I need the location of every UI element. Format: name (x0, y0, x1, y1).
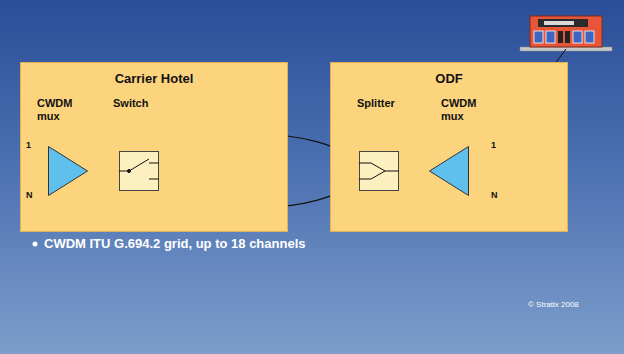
mux-triangle (48, 146, 88, 196)
component-label: Switch (113, 97, 148, 110)
box-title: Carrier Hotel (21, 71, 287, 86)
device-icon (520, 16, 612, 51)
component-label: CWDM mux (441, 97, 491, 123)
site-box: ODF Splitter CWDM mux (330, 62, 568, 232)
channel-number: N (491, 190, 498, 200)
site-box: Carrier HotelCWDM mux Switch (20, 62, 288, 232)
component-node: CWDM mux (37, 97, 97, 197)
box-title: ODF (331, 71, 567, 86)
component-label: CWDM mux (37, 97, 87, 123)
switch-symbol (119, 151, 159, 191)
channel-number: N (26, 190, 33, 200)
component-node: Splitter (357, 97, 413, 193)
bullet-dot (33, 242, 38, 247)
bullet-note: CWDM ITU G.694.2 grid, up to 18 channels (44, 236, 306, 251)
copyright-note: © Stratix 2008 (528, 300, 579, 309)
component-label: Splitter (357, 97, 395, 110)
mux-triangle (429, 146, 469, 196)
channel-number: 1 (26, 140, 31, 150)
splitter-symbol (359, 151, 399, 191)
channel-number: 1 (491, 140, 496, 150)
component-node: Switch (113, 97, 169, 193)
component-node: CWDM mux (427, 97, 491, 197)
